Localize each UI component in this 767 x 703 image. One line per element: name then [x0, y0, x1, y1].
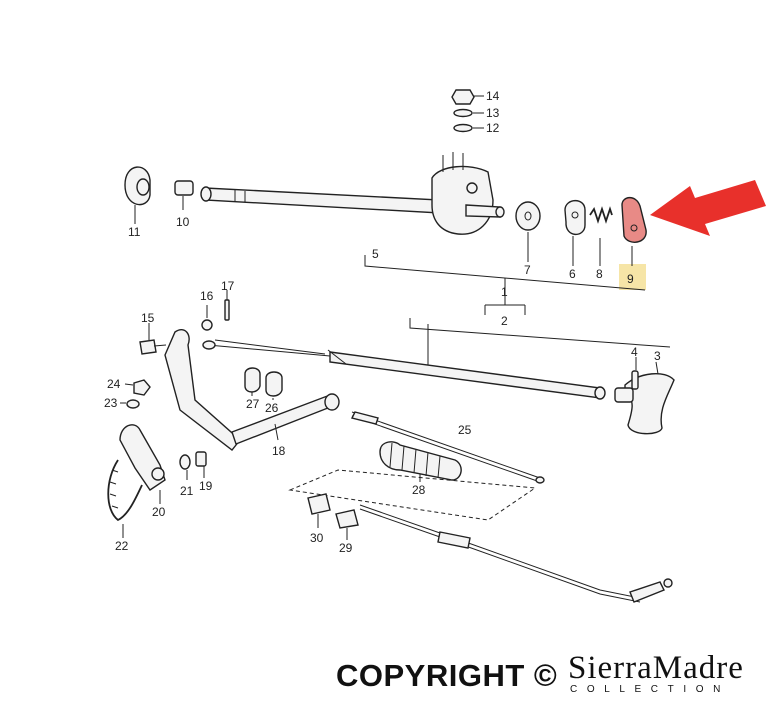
washer-21 — [179, 454, 191, 480]
copyright-notice: COPYRIGHT © — [336, 658, 558, 693]
pin-17 — [224, 290, 230, 321]
brake-cable — [359, 504, 673, 603]
nut-24 — [124, 379, 151, 396]
bushing-27 — [244, 367, 261, 396]
callout-30: 30 — [310, 531, 324, 545]
callout-13: 13 — [486, 106, 500, 120]
spring-8 — [589, 206, 613, 266]
callout-27: 27 — [246, 397, 260, 411]
pin-4 — [631, 357, 639, 390]
pin-19 — [195, 451, 207, 478]
plate-6 — [564, 199, 586, 266]
callout-25: 25 — [458, 423, 472, 437]
callout-3: 3 — [654, 349, 661, 363]
brand-name: SierraMadre — [568, 650, 744, 686]
callout-1: 1 — [501, 285, 508, 299]
rod-2 — [202, 339, 606, 400]
bushing-26 — [265, 371, 283, 400]
group-bracket-1 — [484, 278, 526, 315]
callout-4: 4 — [631, 345, 638, 359]
clip-30 — [307, 493, 331, 528]
callout-14: 14 — [486, 89, 500, 103]
callout-5: 5 — [372, 247, 379, 261]
handle-3 — [614, 361, 675, 435]
callout-23: 23 — [104, 396, 118, 410]
brand-subtitle: COLLECTION — [570, 684, 730, 695]
callout-11: 11 — [128, 225, 141, 239]
callout-6: 6 — [569, 267, 576, 281]
cable-22 — [107, 459, 143, 538]
kit-outline — [288, 469, 537, 521]
plate-9-highlighted — [621, 196, 647, 266]
bushing-10 — [174, 180, 194, 210]
callout-20: 20 — [152, 505, 166, 519]
washer-12 — [453, 123, 484, 133]
callout-18: 18 — [272, 444, 286, 458]
callout-9: 9 — [627, 272, 634, 286]
callout-16: 16 — [200, 289, 214, 303]
cap-11 — [124, 166, 151, 224]
boot-28 — [379, 441, 462, 482]
washer-13 — [453, 108, 484, 118]
callout-10: 10 — [176, 215, 190, 229]
shaft-5 — [200, 186, 441, 214]
callout-21: 21 — [180, 484, 194, 498]
nut-14 — [451, 89, 484, 105]
callout-24: 24 — [107, 377, 121, 391]
callout-19: 19 — [199, 479, 213, 493]
callout-22: 22 — [115, 539, 129, 553]
highlight-arrow — [650, 180, 766, 236]
bracket-housing — [431, 152, 505, 235]
washer-7 — [515, 201, 541, 262]
group-bracket-5-9 — [364, 255, 646, 291]
callout-26: 26 — [265, 401, 279, 415]
brand-logo: SierraMadre COLLECTION — [568, 650, 764, 695]
lever-20 — [119, 424, 166, 504]
callout-29: 29 — [339, 541, 353, 555]
callout-17: 17 — [221, 279, 235, 293]
callout-8: 8 — [596, 267, 603, 281]
cable-25 — [350, 411, 545, 484]
bolt-15 — [139, 323, 167, 355]
callout-7: 7 — [524, 263, 531, 277]
callout-28: 28 — [412, 483, 426, 497]
lever-18 — [164, 328, 340, 451]
callout-15: 15 — [141, 311, 155, 325]
group-bracket-2 — [409, 318, 671, 368]
callout-12: 12 — [486, 121, 500, 135]
callout-2: 2 — [501, 314, 508, 328]
callout-9-highlight — [619, 264, 646, 290]
washer-23 — [120, 399, 140, 409]
clip-29 — [335, 509, 359, 540]
nut-16 — [201, 305, 213, 331]
